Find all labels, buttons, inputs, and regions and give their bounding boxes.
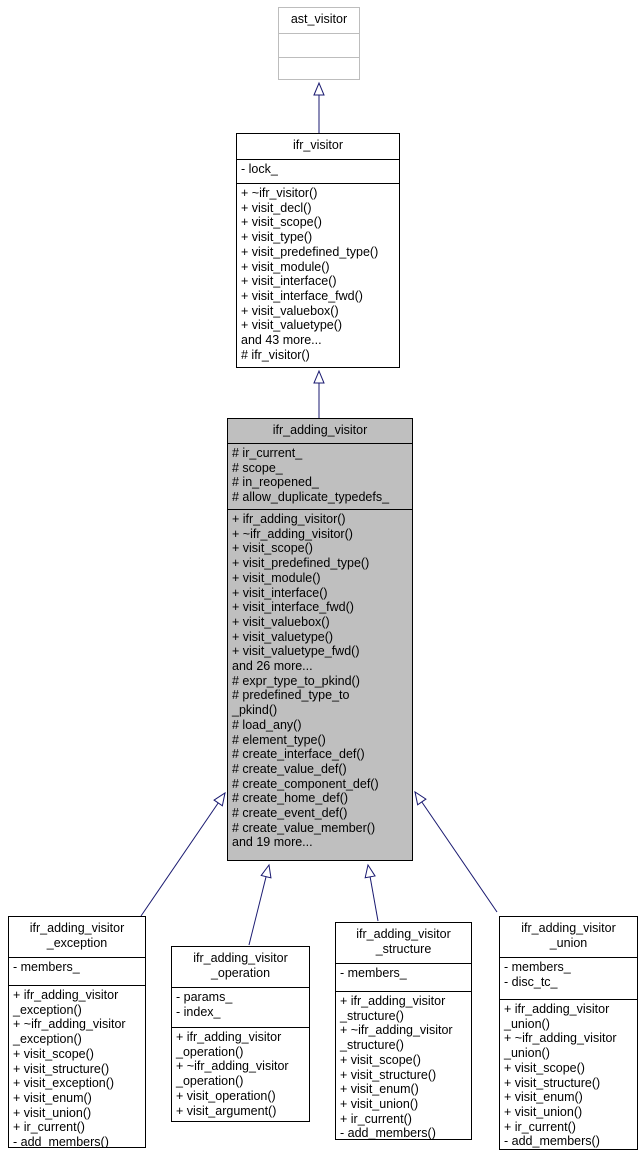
class-node-ifr-adding-visitor[interactable]: ifr_adding_visitor # ir_current_ # scope… (227, 418, 413, 861)
edge-structure-to-ifr-adding-visitor (364, 863, 379, 922)
class-attributes (279, 33, 359, 57)
class-methods: + ifr_adding_visitor _operation() + ~ifr… (172, 1027, 309, 1121)
class-methods (279, 57, 359, 79)
class-methods: + ifr_adding_visitor() + ~ifr_adding_vis… (228, 509, 412, 860)
class-methods: + ifr_adding_visitor _exception() + ~ifr… (9, 985, 145, 1147)
class-attributes: - members_ - disc_tc_ (500, 957, 637, 999)
class-attributes: - members_ (336, 963, 471, 991)
class-title: ifr_adding_visitor _operation (193, 951, 288, 980)
edge-exception-to-ifr-adding-visitor (140, 791, 226, 917)
class-methods: + ifr_adding_visitor _union() + ~ifr_add… (500, 999, 637, 1149)
class-node-ifr-adding-visitor-union[interactable]: ifr_adding_visitor _union - members_ - d… (499, 916, 638, 1150)
edge-operation-to-ifr-adding-visitor (248, 863, 272, 946)
class-attributes: # ir_current_ # scope_ # in_reopened_ # … (228, 443, 412, 509)
class-node-ast-visitor[interactable]: ast_visitor (278, 7, 360, 80)
class-node-ifr-adding-visitor-structure[interactable]: ifr_adding_visitor _structure - members_… (335, 922, 472, 1140)
class-attributes: - members_ (9, 957, 145, 985)
class-attributes: - params_ - index_ (172, 987, 309, 1027)
class-methods: + ifr_adding_visitor _structure() + ~ifr… (336, 991, 471, 1139)
class-title: ast_visitor (290, 12, 348, 26)
class-title: ifr_adding_visitor _structure (356, 927, 451, 956)
class-node-ifr-adding-visitor-operation[interactable]: ifr_adding_visitor _operation - params_ … (171, 946, 310, 1122)
class-title: ifr_visitor (292, 138, 343, 152)
class-node-ifr-adding-visitor-exception[interactable]: ifr_adding_visitor _exception - members_… (8, 916, 146, 1148)
class-attributes: - lock_ (237, 159, 399, 183)
class-title: ifr_adding_visitor _exception (29, 921, 125, 950)
class-title: ifr_adding_visitor (272, 423, 368, 437)
class-node-ifr-visitor[interactable]: ifr_visitor - lock_ + ~ifr_visitor() + v… (236, 133, 400, 368)
edge-union-to-ifr-adding-visitor (414, 790, 498, 913)
class-title: ifr_adding_visitor _union (521, 921, 616, 950)
class-methods: + ~ifr_visitor() + visit_decl() + visit_… (237, 183, 399, 367)
